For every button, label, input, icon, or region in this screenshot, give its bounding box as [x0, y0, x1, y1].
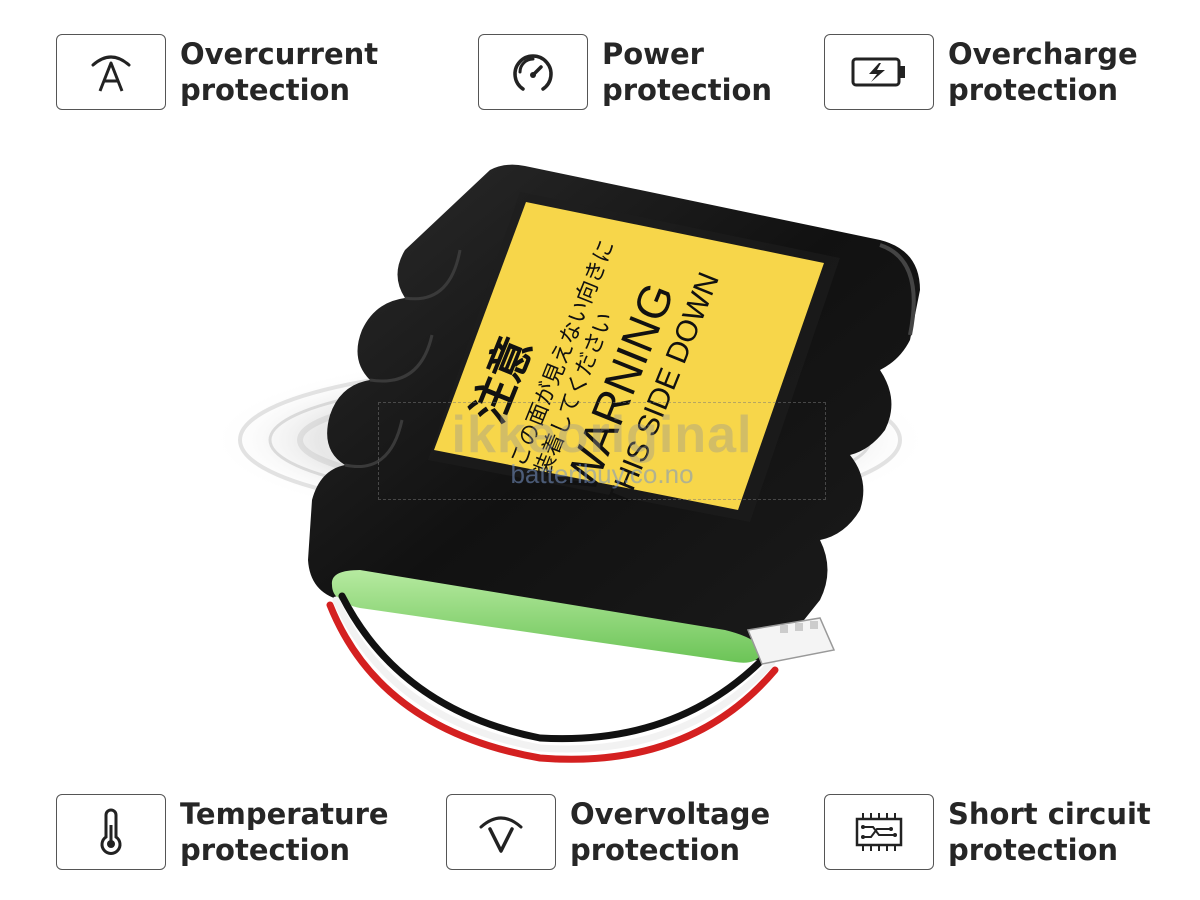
- feature-short-circuit: Short circuit protection: [824, 794, 1151, 870]
- ampere-icon: [91, 55, 131, 92]
- overcharge-title: Overcharge: [948, 37, 1138, 71]
- overcurrent-icon-box: [56, 34, 166, 110]
- voltage-icon: [479, 816, 523, 853]
- feature-temperature: Temperature protection: [56, 794, 389, 870]
- battery-charging-icon: [851, 57, 905, 87]
- power-title: Power: [602, 37, 704, 71]
- temperature-subtitle: protection: [180, 833, 351, 867]
- battery-pack-image: 注意 この面が見えない向きに 装着してください WARNING THIS SID…: [220, 164, 930, 763]
- watermark-main: ikkeoriginal: [451, 406, 753, 464]
- overcharge-subtitle: protection: [948, 73, 1119, 107]
- thermometer-icon: [100, 808, 122, 855]
- circuit-board-icon: [855, 813, 903, 851]
- temperature-icon-box: [56, 794, 166, 870]
- power-gauge-icon: [513, 54, 553, 91]
- short-circuit-subtitle: protection: [948, 833, 1119, 867]
- battery-wires: [326, 592, 779, 763]
- feature-overcharge: Overcharge protection: [824, 34, 1138, 110]
- feature-power: Power protection: [478, 34, 772, 110]
- power-icon-box: [478, 34, 588, 110]
- temperature-title: Temperature: [180, 797, 389, 831]
- overvoltage-title: Overvoltage: [570, 797, 771, 831]
- overvoltage-subtitle: protection: [570, 833, 741, 867]
- short-circuit-title: Short circuit: [948, 797, 1151, 831]
- short-circuit-icon-box: [824, 794, 934, 870]
- feature-overcurrent: Overcurrent protection: [56, 34, 378, 110]
- overcharge-icon-box: [824, 34, 934, 110]
- overcurrent-subtitle: protection: [180, 73, 351, 107]
- overcurrent-title: Overcurrent: [180, 37, 379, 71]
- feature-overvoltage: Overvoltage protection: [446, 794, 770, 870]
- overvoltage-icon-box: [446, 794, 556, 870]
- watermark: ikkeoriginal batteribuy.co.no: [378, 402, 826, 500]
- power-subtitle: protection: [602, 73, 773, 107]
- watermark-url: batteribuy.co.no: [510, 459, 694, 489]
- wire-connector: [746, 617, 836, 665]
- warning-label: 注意 この面が見えない向きに 装着してください WARNING THIS SID…: [428, 192, 840, 522]
